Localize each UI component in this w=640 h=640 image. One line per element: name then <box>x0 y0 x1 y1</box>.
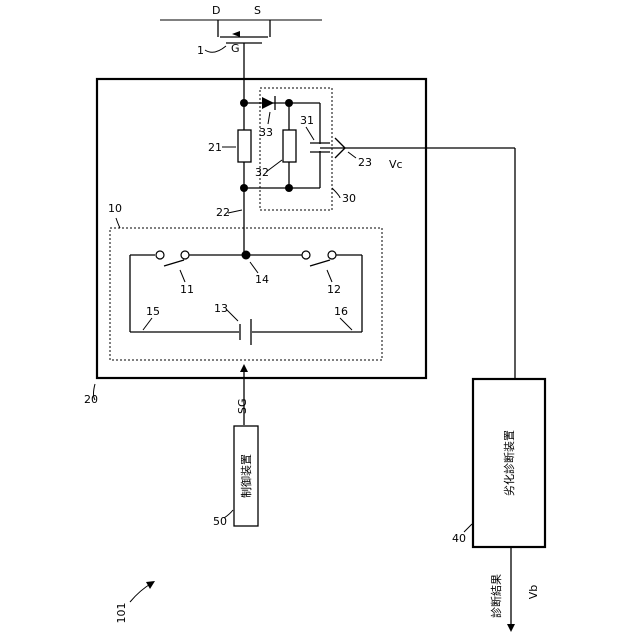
node-14-label: 14 <box>255 273 269 286</box>
degradation-diagnosis-label: 劣化診断装置 <box>502 430 516 496</box>
terminal-23 <box>335 138 345 148</box>
detector-30-label: 30 <box>342 192 356 205</box>
system-101-label: 101 <box>115 603 128 624</box>
source-label: S <box>254 4 261 17</box>
control-device-label: 制御装置 <box>239 454 253 498</box>
diagnosis-result-label: 診断結果 <box>489 574 503 618</box>
resistor-32-label: 32 <box>255 166 269 179</box>
vb-label: Vb <box>527 585 540 600</box>
line-22-label: 22 <box>216 206 230 219</box>
diode-33-label: 33 <box>259 126 273 139</box>
switch-unit-label: 10 <box>108 202 122 215</box>
gate-driver-number: 20 <box>84 393 98 406</box>
terminal-23-label: 23 <box>358 156 372 169</box>
resistor-32 <box>283 130 296 162</box>
switch-11 <box>156 251 189 266</box>
transistor-number: 1 <box>197 44 204 57</box>
power-13-label: 13 <box>214 302 228 315</box>
switch-unit-box <box>110 228 382 360</box>
drain-label: D <box>212 4 220 17</box>
resistor-21 <box>238 130 251 162</box>
capacitor-31-label: 31 <box>300 114 314 127</box>
line-15-label: 15 <box>146 305 160 318</box>
switch-12-label: 12 <box>327 283 341 296</box>
vc-label: Vc <box>389 158 403 171</box>
diode-33 <box>262 97 274 109</box>
power-13 <box>240 319 251 345</box>
line-16-label: 16 <box>334 305 348 318</box>
switch-11-label: 11 <box>180 283 194 296</box>
gate-label: G <box>231 42 240 55</box>
switch-12 <box>302 251 336 266</box>
control-40-label: 40 <box>452 532 466 545</box>
resistor-21-label: 21 <box>208 141 222 154</box>
sg-label: SG <box>236 398 249 414</box>
